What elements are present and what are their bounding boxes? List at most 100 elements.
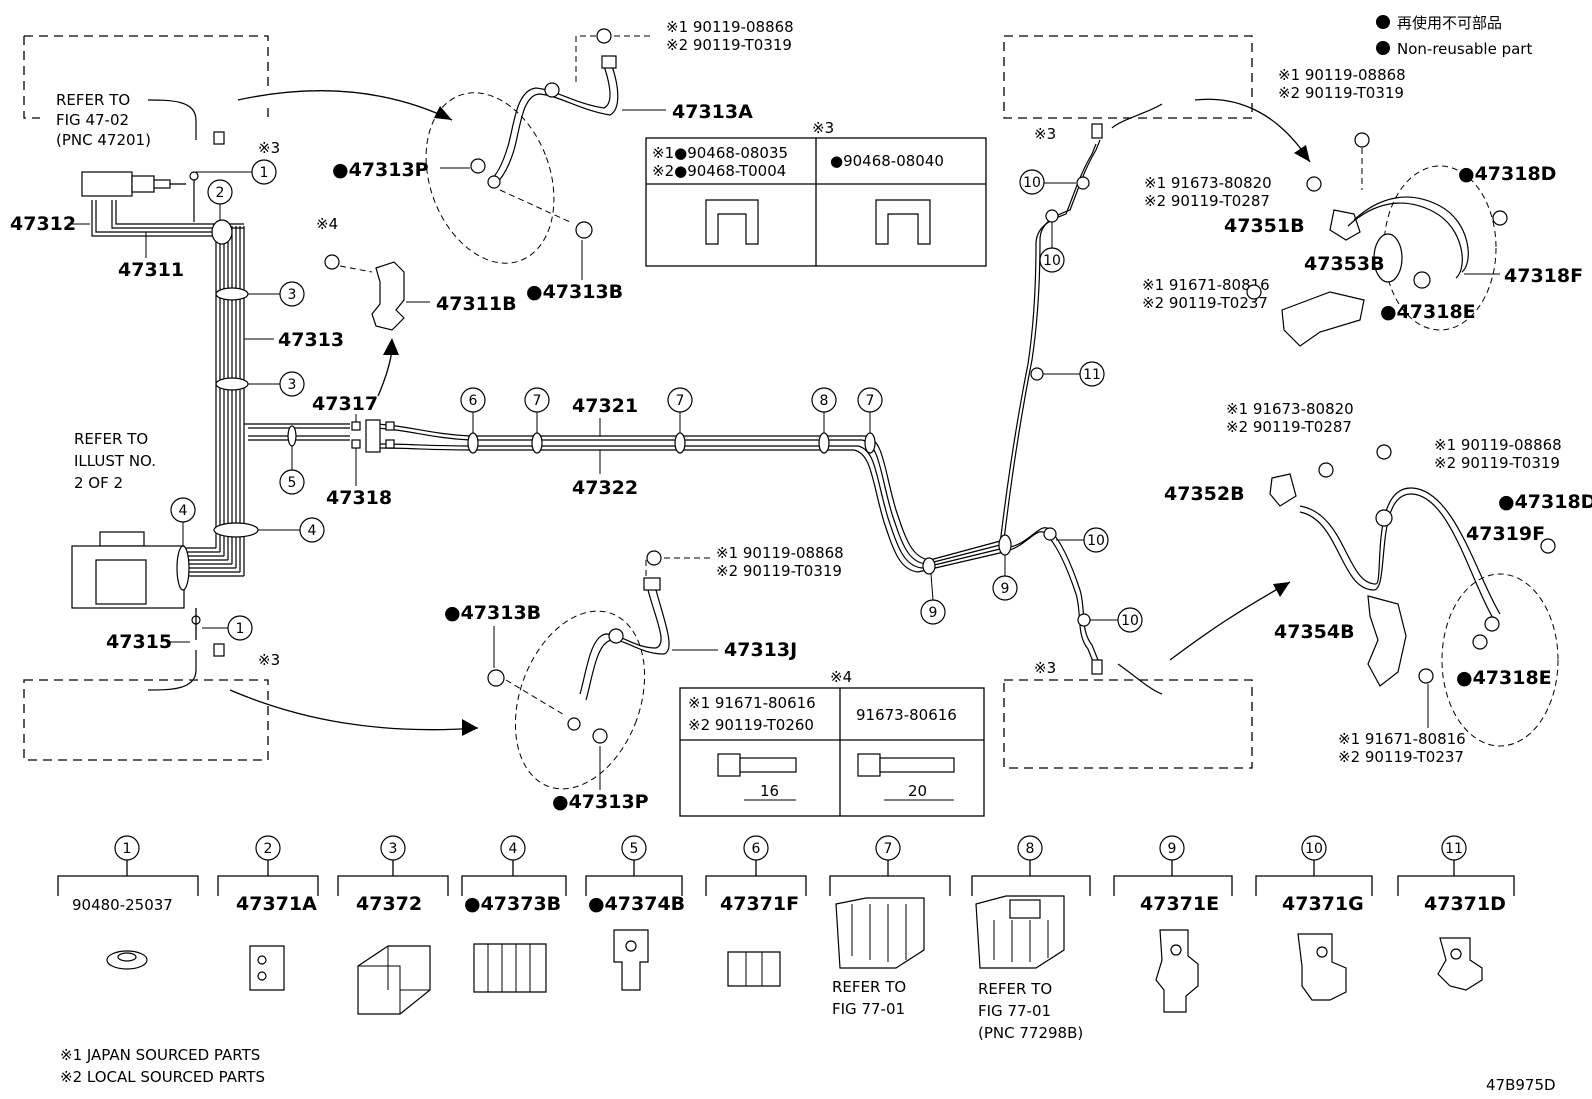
arrow-line — [229, 689, 479, 731]
tube-line — [147, 99, 197, 140]
clamp-shape — [1297, 933, 1347, 1001]
fitting-icon — [608, 628, 624, 644]
part-47318e-top: ●47318E — [1380, 301, 1476, 323]
callout-num: 10 — [1305, 841, 1323, 857]
clamp-11: 11 47371D — [1397, 835, 1515, 991]
hole — [1170, 944, 1182, 956]
callout-num: 2 — [216, 185, 225, 201]
tube-line — [921, 547, 1005, 569]
clamp-ref: (PNC 77298B) — [978, 1024, 1083, 1042]
callout-num: 3 — [288, 377, 297, 393]
bracket-line — [1397, 860, 1515, 896]
bolt-icon — [324, 254, 340, 270]
clamp-part: ●47374B — [588, 893, 685, 915]
detail-47319f: ※1 91673-80820 ※2 90119-T0287 ※1 90119-0… — [1164, 400, 1592, 766]
bracket-shape — [1367, 595, 1407, 687]
tube-line — [375, 443, 858, 447]
callout-circle — [279, 371, 305, 397]
tube-clamps — [176, 176, 1091, 627]
bracket-line — [57, 860, 199, 896]
clip-shape — [875, 199, 931, 245]
legend-jp: 再使用不可部品 — [1397, 14, 1502, 32]
bracket-line — [585, 860, 683, 896]
tube-line — [929, 539, 1005, 561]
hole — [257, 971, 267, 981]
clamp-part: 47371F — [720, 893, 799, 915]
callout-num: 9 — [929, 605, 938, 621]
hose-line — [579, 589, 662, 695]
callout-num: 3 — [288, 287, 297, 303]
callout-num: 6 — [752, 841, 761, 857]
clip-table: ※3 ※1●90468-08035 ※2●90468-T0004 ●90468-… — [645, 119, 987, 267]
detail-arrows — [229, 90, 1311, 736]
tube-line — [375, 423, 866, 437]
bolt-label: ※2 90119-T0319 — [1278, 84, 1404, 102]
part-47352b: 47352B — [1164, 483, 1245, 505]
bracket-line — [217, 860, 319, 896]
bracket-line — [705, 860, 807, 896]
part-47318: 47318 — [326, 487, 392, 509]
detail-boundary — [514, 610, 646, 790]
arrow-line — [1169, 581, 1291, 661]
bolt-label: ※2 90119-T0287 — [1226, 418, 1352, 436]
callout-num: 11 — [1445, 841, 1463, 857]
callout-circle — [1019, 169, 1045, 195]
arrow-line — [1194, 98, 1311, 163]
banjo-icon — [567, 717, 581, 731]
callout-num: 8 — [820, 393, 829, 409]
part-47317: 47317 — [312, 393, 378, 415]
arrow-head-icon — [383, 338, 399, 355]
right-tubes: ※3 ※3 — [999, 103, 1163, 695]
part-47313b-bot: ●47313B — [444, 602, 541, 624]
callout-circle — [1083, 527, 1109, 553]
tube-line — [1003, 527, 1099, 661]
part-47313j: 47313J — [724, 639, 797, 661]
clip-shape — [705, 199, 759, 245]
ref-box-top-right — [1003, 35, 1253, 119]
mark-3: ※3 — [1034, 659, 1056, 677]
callout-circle — [811, 387, 837, 413]
bracket-line — [461, 860, 567, 896]
tube-line — [857, 445, 923, 569]
callout-circle — [1117, 607, 1143, 633]
legend: 再使用不可部品 Non-reusable part — [1376, 14, 1532, 58]
clamp-icon — [818, 432, 830, 454]
part-labels: 47312 47311 47313 47317 47318 47315 4732… — [10, 213, 638, 653]
clamp-part: ●47373B — [464, 893, 561, 915]
detail-47318f: ※1 90119-08868 ※2 90119-T0319 ※1 91673-8… — [1142, 66, 1583, 347]
tube-line — [853, 449, 919, 573]
clamp-2: 2 47371A — [217, 835, 319, 991]
bracket-line — [1255, 860, 1373, 896]
bolt-label: ※1 91671-80816 — [1142, 276, 1270, 294]
dash-leader — [505, 679, 567, 717]
callout-num: 10 — [1043, 253, 1061, 269]
callout-circle — [992, 575, 1018, 601]
ref-line: (PNC 47201) — [56, 131, 151, 149]
clamp-shape — [1437, 937, 1483, 991]
bolt-icon — [1418, 668, 1434, 684]
callout-circle — [1079, 361, 1105, 387]
clamp-shape — [357, 945, 431, 1015]
callout-num: 4 — [509, 841, 518, 857]
part-47313p-top: ●47313P — [332, 159, 429, 181]
part-47351b: 47351B — [1224, 215, 1305, 237]
bolt-shank-icon — [739, 757, 797, 773]
detail-47313a: ※1 90119-08868 ※2 90119-T0319 47313A ●47… — [332, 18, 794, 303]
tube-line — [865, 435, 931, 561]
fitting-icon — [643, 577, 661, 591]
clamp-5: 5 ●47374B — [585, 835, 685, 991]
arrow-head-icon — [462, 719, 478, 736]
callout-circle — [460, 387, 486, 413]
callout-num: 4 — [179, 503, 188, 519]
part-47319f: 47319F — [1466, 523, 1545, 545]
clamp-icon — [211, 219, 233, 245]
hose-line — [489, 65, 611, 181]
part-47313: 47313 — [278, 329, 344, 351]
reference-boxes — [23, 35, 1253, 769]
bracket-line — [829, 860, 951, 896]
detail-boundary — [1383, 165, 1497, 331]
callout-circle — [227, 615, 253, 641]
callout-circle — [279, 281, 305, 307]
actuator-top — [99, 531, 145, 547]
bolt-label: ※2 90119-T0237 — [1142, 294, 1268, 312]
